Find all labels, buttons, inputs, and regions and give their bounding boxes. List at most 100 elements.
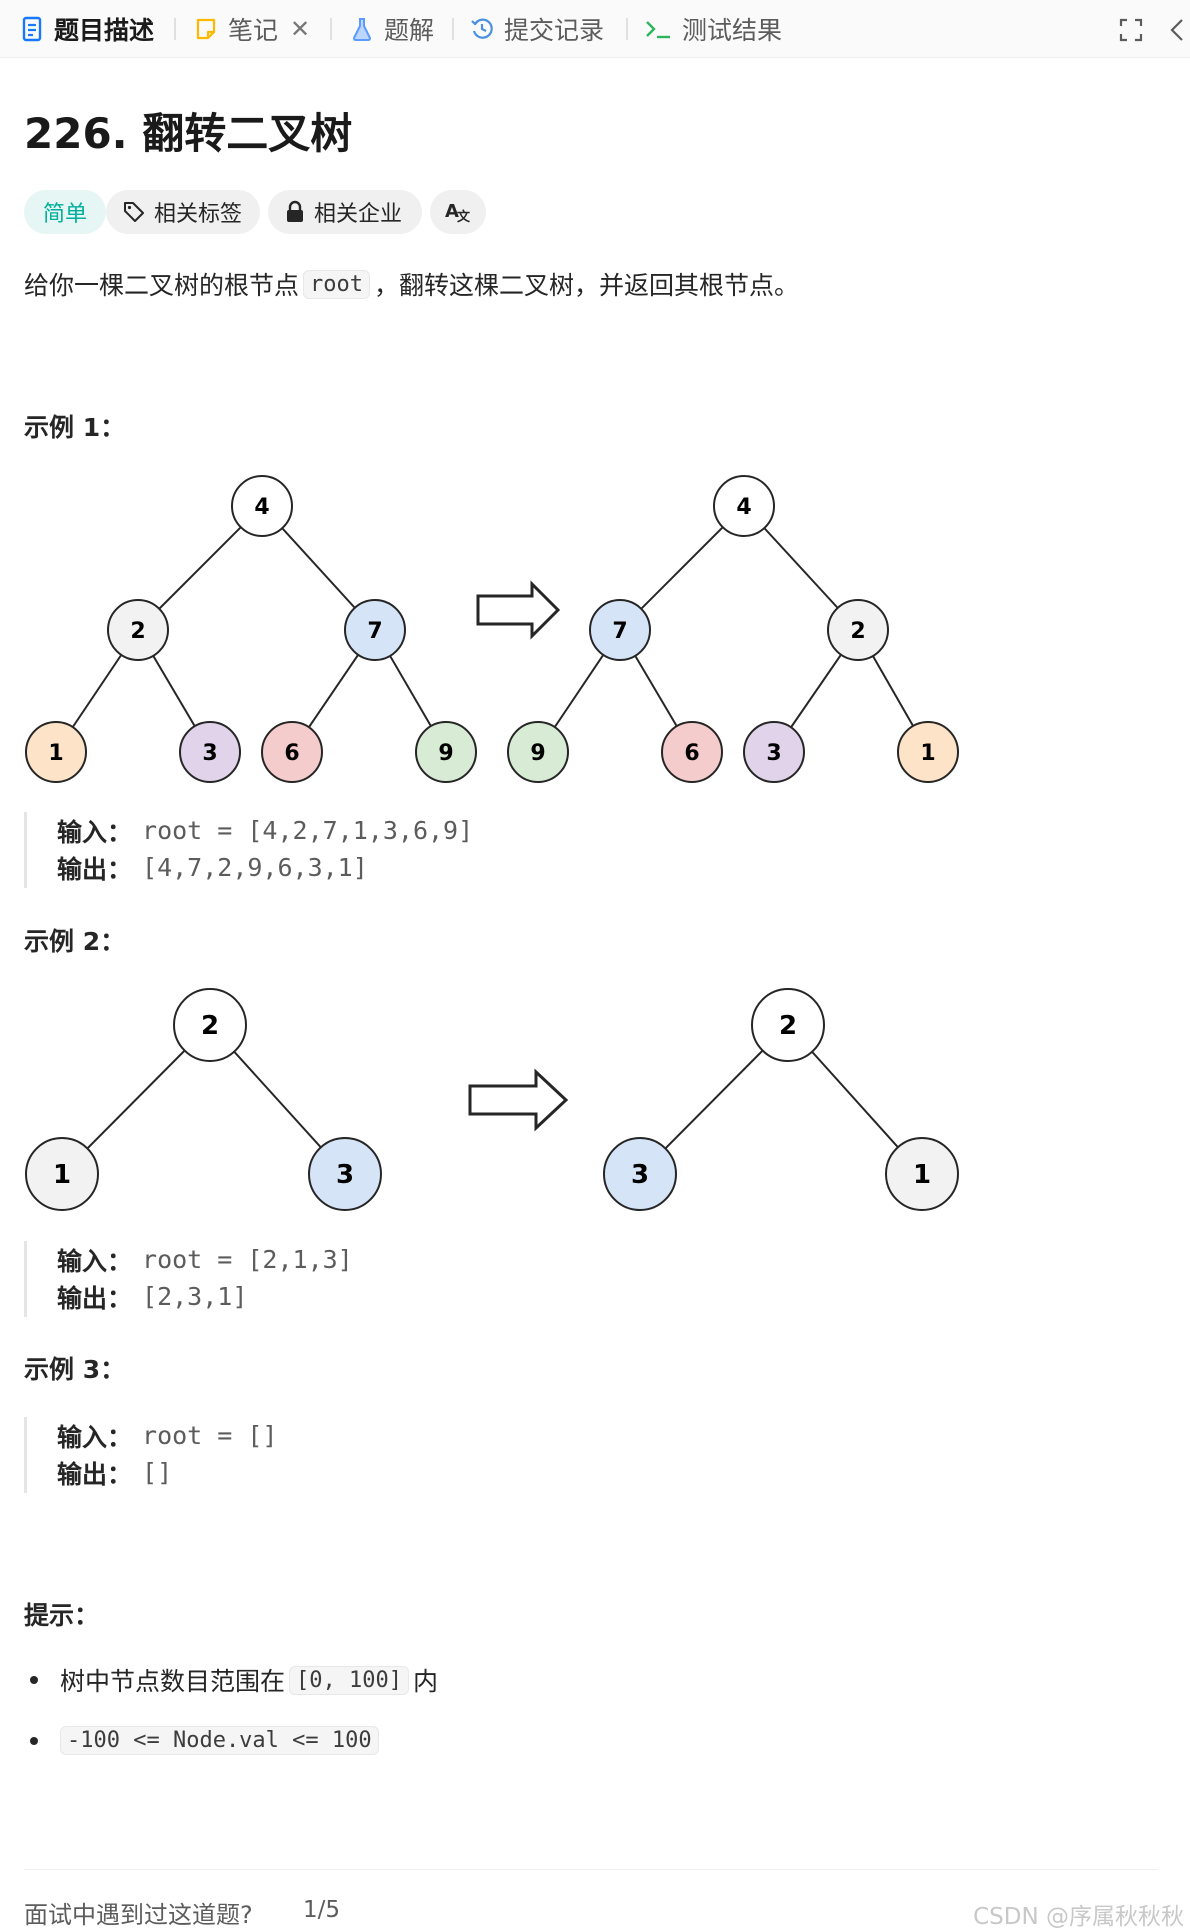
- tab-separator: [174, 18, 176, 40]
- svg-text:2: 2: [201, 1011, 219, 1041]
- tree-node: 7: [344, 599, 406, 661]
- example-3-heading: 示例 3：: [24, 1355, 126, 1384]
- description-text: ，翻转这棵二叉树，并返回其根节点。: [374, 271, 800, 300]
- svg-text:1: 1: [913, 1160, 931, 1190]
- tree-node: 4: [231, 475, 293, 537]
- tree-node: 4: [713, 475, 775, 537]
- tree-node: 1: [897, 721, 959, 783]
- note-icon: [196, 18, 216, 40]
- description-icon: [22, 16, 42, 42]
- divider: [24, 1869, 1158, 1870]
- history-icon: [471, 18, 493, 39]
- bullet: [30, 1676, 38, 1684]
- description-text: 给你一棵二叉树的根节点: [24, 271, 300, 300]
- page-title: 226. 翻转二叉树: [24, 109, 353, 158]
- tree-node: 6: [261, 721, 323, 783]
- tree-node: 2: [827, 599, 889, 661]
- terminal-icon: [646, 21, 670, 39]
- lock-icon: [287, 200, 303, 222]
- tree-node: 1: [25, 721, 87, 783]
- svg-text:3: 3: [766, 741, 781, 766]
- tree-node: 7: [589, 599, 651, 661]
- tree-node: 1: [25, 1137, 99, 1211]
- example-input: 输入： root = [2,1,3]: [57, 1241, 353, 1278]
- interview-question-text: 面试中遇到过这道题?: [24, 1901, 253, 1929]
- tree-node: 9: [415, 721, 477, 783]
- tab-separator: [626, 18, 628, 40]
- interview-count[interactable]: 1/5: [303, 1897, 341, 1923]
- difficulty-badge[interactable]: 简单: [24, 190, 106, 234]
- problem-description: 给你一棵二叉树的根节点 root ，翻转这棵二叉树，并返回其根节点。: [24, 266, 799, 302]
- example-output: 输出： [2,3,1]: [57, 1278, 353, 1315]
- svg-text:1: 1: [53, 1160, 71, 1190]
- input-value: root = [4,2,7,1,3,6,9]: [142, 816, 474, 845]
- tree-node: 3: [603, 1137, 677, 1211]
- inline-code: -100 <= Node.val <= 100: [60, 1726, 379, 1755]
- input-value: root = [2,1,3]: [142, 1245, 353, 1274]
- tab-separator: [452, 18, 454, 40]
- tab-test-result[interactable]: 测试结果: [644, 12, 782, 46]
- example-input: 输入： root = []: [57, 1417, 277, 1454]
- input-label: 输入：: [57, 1422, 133, 1452]
- tab-solutions-label: 题解: [384, 16, 435, 45]
- tab-notes-label: 笔记: [228, 16, 279, 45]
- translate-icon: A 文: [445, 201, 471, 225]
- svg-text:1: 1: [920, 741, 935, 766]
- svg-text:2: 2: [130, 619, 145, 644]
- tab-description-label: 题目描述: [54, 16, 155, 45]
- example-1-heading: 示例 1：: [24, 413, 126, 442]
- fullscreen-icon[interactable]: [1118, 17, 1144, 43]
- example-2-io: 输入： root = [2,1,3] 输出： [2,3,1]: [24, 1241, 353, 1317]
- example-output: 输出： []: [57, 1454, 277, 1491]
- input-value: root = []: [142, 1421, 278, 1450]
- close-icon[interactable]: ✕: [290, 15, 311, 43]
- example-1-io: 输入： root = [4,2,7,1,3,6,9] 输出： [4,7,2,9,…: [24, 812, 473, 888]
- output-label: 输出：: [57, 1283, 133, 1313]
- tree-node: 2: [173, 988, 247, 1062]
- tab-test-result-label: 测试结果: [682, 16, 783, 45]
- translate-button[interactable]: A 文: [430, 190, 486, 234]
- svg-text:A: A: [445, 201, 459, 222]
- svg-text:3: 3: [202, 741, 217, 766]
- difficulty-label: 简单: [42, 202, 87, 227]
- tree-node: 3: [179, 721, 241, 783]
- output-label: 输出：: [57, 1459, 133, 1489]
- svg-text:文: 文: [457, 209, 471, 225]
- chevron-left-icon[interactable]: [1168, 17, 1186, 43]
- tab-solutions[interactable]: 题解: [350, 12, 434, 46]
- example-3-io: 输入： root = [] 输出： []: [24, 1417, 277, 1493]
- svg-text:2: 2: [850, 619, 865, 644]
- hint-item: -100 <= Node.val <= 100: [24, 1726, 383, 1755]
- tree-node: 9: [507, 721, 569, 783]
- svg-text:6: 6: [284, 741, 299, 766]
- svg-text:1: 1: [48, 741, 63, 766]
- arrow-icon: [468, 1068, 569, 1132]
- related-tags-button[interactable]: 相关标签: [106, 190, 260, 234]
- input-label: 输入：: [57, 817, 133, 847]
- tree-node: 3: [743, 721, 805, 783]
- svg-text:4: 4: [736, 495, 751, 520]
- tree-node: 2: [751, 988, 825, 1062]
- svg-text:3: 3: [631, 1160, 649, 1190]
- related-companies-label: 相关企业: [314, 202, 403, 227]
- tab-description[interactable]: 题目描述: [20, 12, 154, 46]
- example-2-diagram: 2 1 3 2 3 1: [25, 988, 959, 1211]
- svg-text:7: 7: [612, 619, 627, 644]
- svg-text:2: 2: [779, 1011, 797, 1041]
- svg-text:9: 9: [438, 741, 453, 766]
- tab-submissions-label: 提交记录: [504, 16, 605, 45]
- tab-notes[interactable]: 笔记 ✕: [194, 12, 310, 46]
- tree-node: 2: [107, 599, 169, 661]
- example-1-diagram: 4 2 7 1 3 6 9 4 7 2 9 6: [25, 475, 959, 783]
- tab-bar: 题目描述 笔记 ✕ 题解 提交记录 测试结果: [0, 0, 1190, 58]
- tab-submissions[interactable]: 提交记录: [470, 12, 604, 46]
- svg-text:6: 6: [684, 741, 699, 766]
- svg-text:7: 7: [367, 619, 382, 644]
- tab-separator: [330, 18, 332, 40]
- watermark: CSDN @序属秋秋秋: [973, 1904, 1184, 1930]
- hint-item: 树中节点数目范围在 [0, 100] 内: [24, 1662, 438, 1698]
- inline-code: [0, 100]: [289, 1665, 409, 1695]
- related-companies-button[interactable]: 相关企业: [268, 190, 422, 234]
- tree-node: 1: [885, 1137, 959, 1211]
- output-value: []: [142, 1458, 173, 1487]
